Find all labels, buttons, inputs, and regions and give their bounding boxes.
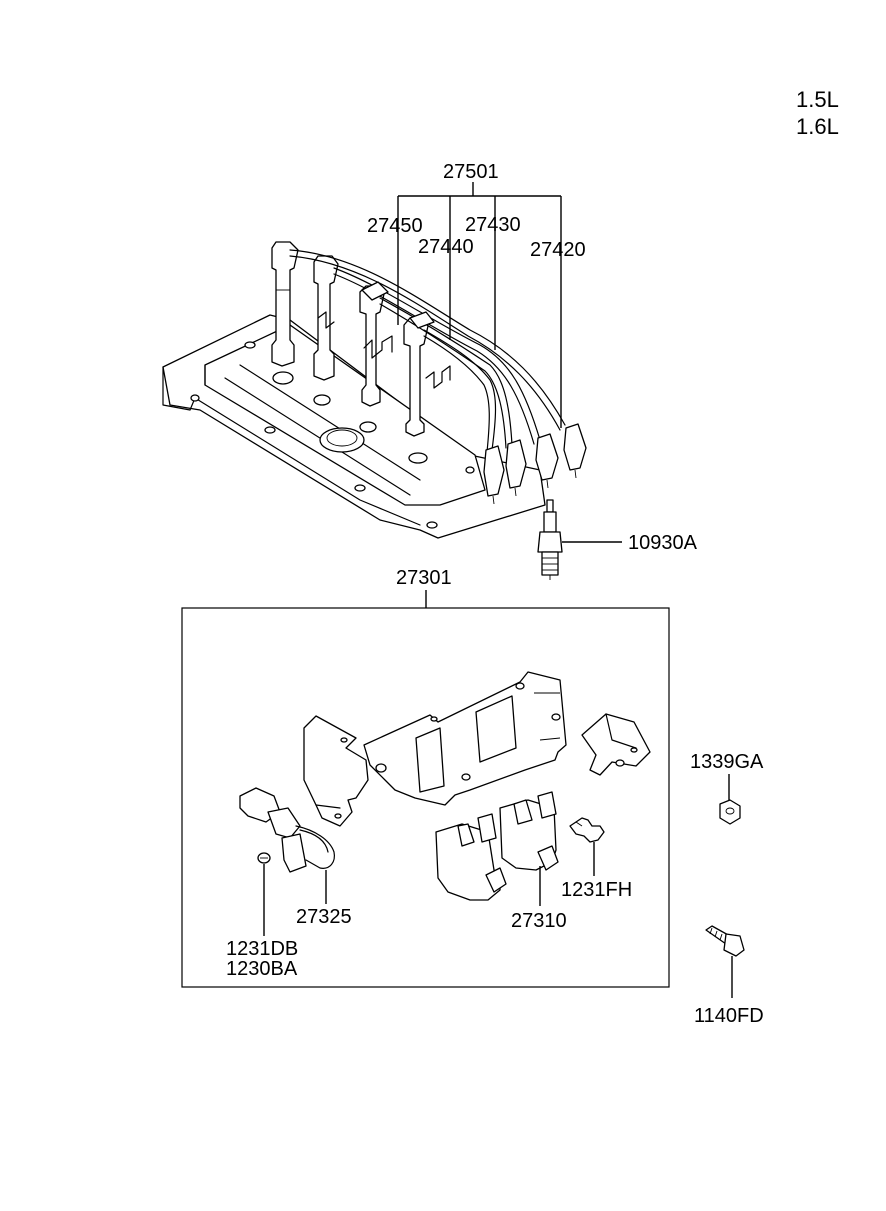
- coil-screw-drawing: [569, 817, 605, 843]
- spark-plug-drawing: [537, 499, 563, 580]
- engine-variant-2: 1.6L: [796, 114, 839, 139]
- label-coil-assembly: 27301: [396, 567, 452, 589]
- coil-mounting-plate-drawing: [363, 671, 567, 806]
- coil-assembly-frame: [181, 607, 670, 988]
- label-cable-4: 27420: [530, 239, 586, 261]
- label-cable-2: 27440: [418, 236, 474, 258]
- left-bracket-drawing: [303, 715, 369, 827]
- nut-drawing: [719, 799, 741, 825]
- sensor-drawing: [239, 787, 335, 873]
- bolt-drawing: [705, 925, 745, 957]
- label-cable-1: 27450: [367, 215, 423, 237]
- cable-set-leaders: [397, 182, 562, 428]
- label-sensor: 27325: [296, 906, 352, 928]
- small-screw-drawing: [257, 852, 271, 864]
- label-ignition-coil: 27310: [511, 910, 567, 932]
- label-spark-plug: 10930A: [628, 532, 698, 554]
- ignition-coils-drawing: [435, 791, 559, 901]
- ignition-cables-drawing: [289, 249, 587, 505]
- label-cable-3: 27430: [465, 214, 521, 236]
- right-bracket-drawing: [581, 713, 651, 776]
- engine-variant-1: 1.5L: [796, 87, 839, 112]
- label-screw-b: 1230BA: [226, 958, 298, 980]
- label-cable-set: 27501: [443, 161, 499, 183]
- label-nut: 1339GA: [690, 751, 764, 773]
- label-coil-screw: 1231FH: [561, 879, 632, 901]
- label-bolt: 1140FD: [694, 1005, 764, 1027]
- label-screw-a: 1231DB: [226, 938, 298, 960]
